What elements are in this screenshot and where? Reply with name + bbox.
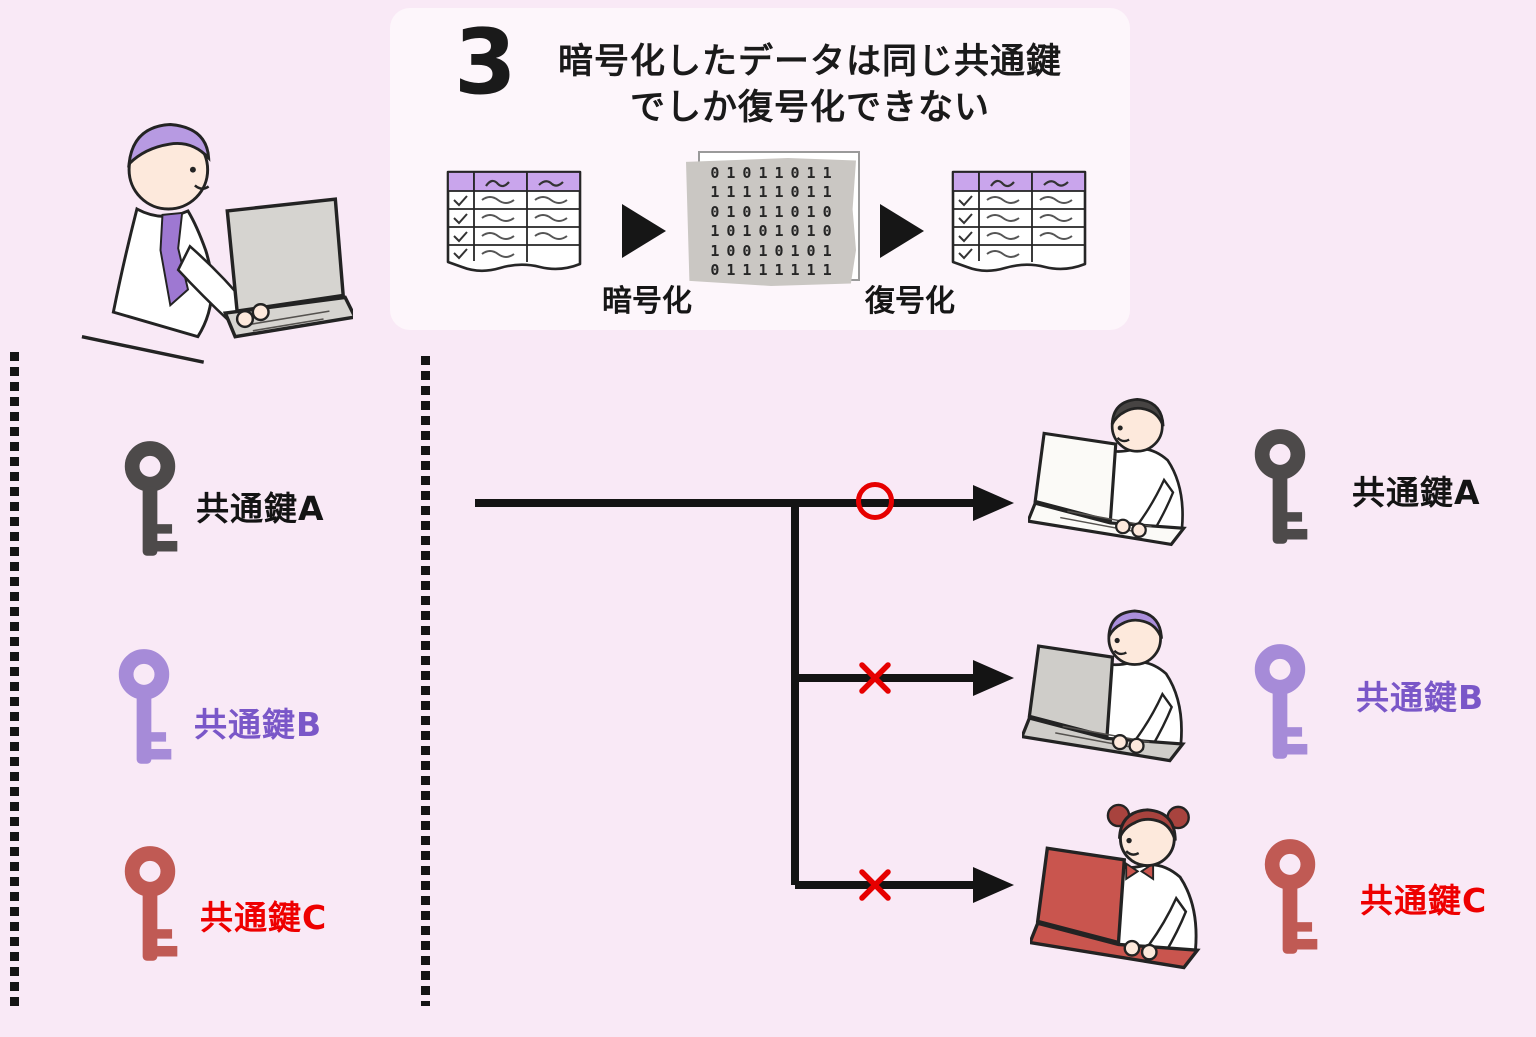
result-fail-icon (859, 869, 891, 901)
info-title-line1: 暗号化したデータは同じ共通鍵 (557, 42, 1062, 82)
key-c-label: 共通鍵C (200, 898, 328, 937)
key-b-icon (110, 646, 178, 770)
recipient-b-illustration (1022, 603, 1216, 775)
binary-row: 01011011 (710, 163, 839, 182)
recipient-a-key-icon (1246, 426, 1314, 550)
recipient-a-key-label: 共通鍵A (1352, 473, 1481, 512)
binary-row: 01011010 (710, 202, 839, 221)
result-ok-icon (856, 482, 894, 520)
key-a-icon (116, 438, 184, 562)
binary-row: 01111111 (710, 261, 839, 279)
recipient-c-illustration (1030, 798, 1232, 986)
sender-illustration (78, 100, 353, 372)
plain-data-table-icon (438, 158, 588, 288)
recipient-a-illustration (1028, 392, 1216, 558)
recipient-b-key-icon (1246, 641, 1314, 765)
flow-arrows (475, 482, 1014, 903)
arrow-right-icon (622, 204, 666, 258)
step-number: 3 (454, 10, 517, 115)
recipient-c-key-icon (1256, 836, 1324, 960)
recipient-c-key-label: 共通鍵C (1360, 881, 1488, 920)
arrowhead-c-icon (973, 867, 1014, 903)
binary-sheet: 01011011 11111011 01011010 10101010 1001… (686, 158, 856, 286)
key-a-label: 共通鍵A (196, 489, 325, 528)
decrypt-label: 復号化 (865, 284, 955, 319)
info-title-line2: でしか復号化できない (629, 87, 990, 128)
key-b-label: 共通鍵B (194, 705, 323, 744)
encrypt-label: 暗号化 (602, 284, 692, 319)
binary-row: 10101010 (710, 222, 839, 240)
encrypted-binary-icon: 01011011 11111011 01011010 10101010 1001… (686, 151, 860, 286)
arrowhead-a-icon (973, 485, 1014, 521)
info-title: 暗号化したデータは同じ共通鍵 でしか復号化できない (500, 40, 1120, 131)
recipient-b-key-label: 共通鍵B (1356, 678, 1485, 717)
binary-row: 11111011 (710, 183, 839, 201)
result-fail-icon (859, 662, 891, 694)
dotted-divider-left (10, 352, 19, 1012)
info-box: 3 暗号化したデータは同じ共通鍵 でしか復号化できない 01011011 111… (390, 8, 1130, 330)
binary-row: 10010101 (710, 241, 839, 260)
arrowhead-b-icon (973, 660, 1014, 696)
key-c-icon (116, 843, 184, 967)
decrypted-data-table-icon (943, 158, 1093, 288)
arrow-right-icon (880, 204, 924, 258)
dotted-divider-middle (421, 356, 430, 1006)
